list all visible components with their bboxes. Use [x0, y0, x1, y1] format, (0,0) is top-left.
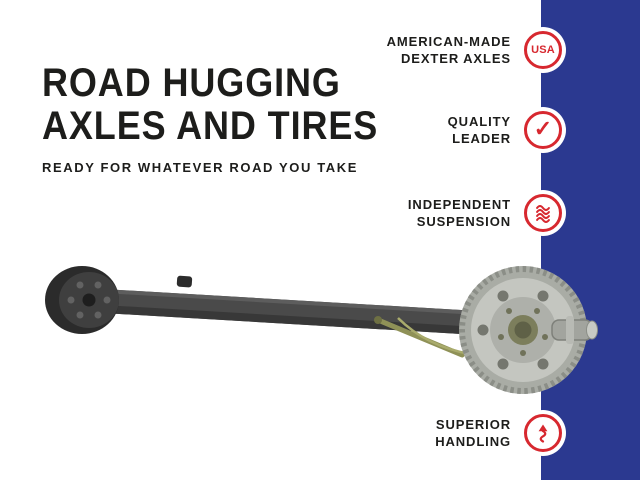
- checkmark-glyph: ✓: [533, 116, 553, 141]
- feature-label-line2: LEADER: [452, 131, 511, 146]
- feature-label-line1: QUALITY: [447, 114, 511, 129]
- hero-block: ROAD HUGGING AXLES AND TIRES READY FOR W…: [42, 61, 402, 176]
- left-hub: [45, 266, 119, 334]
- spindle: [551, 316, 598, 344]
- handling-arrow-icon: [524, 414, 562, 452]
- title-line-1: ROAD HUGGING: [42, 61, 341, 105]
- title-line-2: AXLES AND TIRES: [42, 104, 379, 148]
- feature-independent-suspension: INDEPENDENT SUSPENSION: [408, 194, 562, 232]
- usa-badge-text: USA: [531, 44, 555, 56]
- coil-spring-glyph: [536, 205, 550, 223]
- feature-label-line2: HANDLING: [435, 434, 511, 449]
- feature-label-line1: AMERICAN-MADE: [386, 34, 511, 49]
- feature-label-line1: SUPERIOR: [435, 417, 511, 432]
- feature-quality-leader: QUALITY LEADER ✓: [448, 111, 562, 149]
- feature-superior-handling: SUPERIOR HANDLING: [435, 414, 562, 452]
- axle-beam: [86, 275, 478, 335]
- page-title: ROAD HUGGING AXLES AND TIRES: [42, 61, 379, 148]
- feature-label: QUALITY LEADER: [448, 113, 511, 147]
- checkmark-icon: ✓: [524, 111, 562, 149]
- feature-label-line2: DEXTER AXLES: [400, 51, 511, 66]
- usa-badge-icon: USA: [524, 31, 562, 69]
- feature-label-line1: INDEPENDENT: [407, 197, 511, 212]
- tagline: READY FOR WHATEVER ROAD YOU TAKE: [42, 160, 359, 175]
- blue-side-stripe: [541, 0, 640, 480]
- feature-american-made: AMERICAN-MADE DEXTER AXLES USA: [387, 31, 562, 69]
- feature-label: SUPERIOR HANDLING: [435, 416, 511, 450]
- coil-spring-icon: [524, 194, 562, 232]
- handling-arrow-glyph: [538, 424, 548, 443]
- feature-label: AMERICAN-MADE DEXTER AXLES: [387, 33, 511, 67]
- feature-label: INDEPENDENT SUSPENSION: [408, 196, 511, 230]
- feature-label-line2: SUSPENSION: [416, 214, 511, 229]
